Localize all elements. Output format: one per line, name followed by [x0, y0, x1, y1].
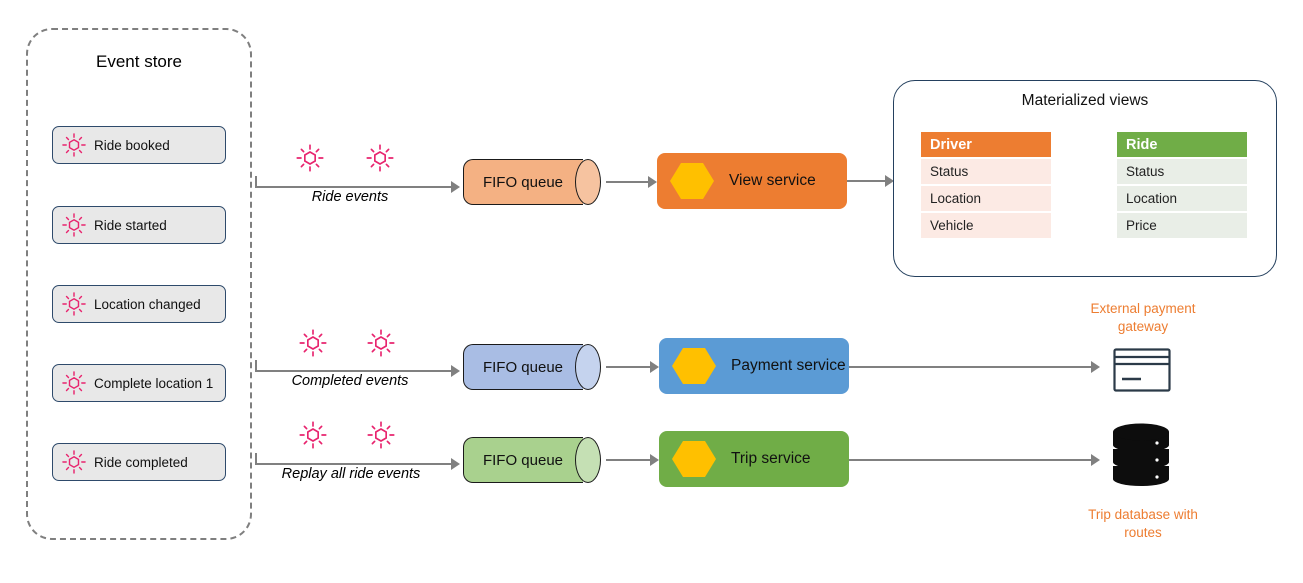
lane-2-arrow-head — [451, 365, 460, 377]
mv-table-row: Location — [1117, 186, 1247, 211]
event-burst-icon — [62, 213, 86, 237]
trip-service-to-database-line — [849, 459, 1091, 461]
trip-database-label: Trip database with routes — [1088, 507, 1198, 541]
fifo-queue-label: FIFO queue — [482, 173, 564, 191]
event-burst-icon — [296, 144, 324, 172]
fifo-queue-view[interactable]: FIFO queue — [463, 159, 601, 205]
lane-3-flow-label: Replay all ride events — [281, 466, 421, 482]
payment-service-box[interactable]: Payment service — [659, 338, 849, 394]
mv-table-header: Ride — [1117, 132, 1247, 157]
fifo-queue-payment[interactable]: FIFO queue — [463, 344, 601, 390]
payment-service-to-gateway-line — [849, 366, 1091, 368]
service-label: View service — [729, 172, 816, 189]
queue-to-view-service-head — [648, 176, 657, 188]
event-burst-icon — [366, 144, 394, 172]
event-item-label: Ride started — [94, 217, 167, 233]
queue-to-trip-service-head — [650, 454, 659, 466]
event-burst-icon — [299, 329, 327, 357]
mv-table-row: Vehicle — [921, 213, 1051, 238]
fifo-queue-trip[interactable]: FIFO queue — [463, 437, 601, 483]
database-icon — [1113, 423, 1169, 486]
credit-card-icon — [1113, 348, 1171, 392]
lane-2-stub — [255, 360, 257, 372]
mv-table-driver: Driver Status Location Vehicle — [921, 132, 1051, 238]
external-payment-gateway-label: External payment gateway — [1090, 301, 1196, 335]
mv-table-row: Status — [921, 159, 1051, 184]
service-label: Payment service — [731, 357, 846, 374]
event-burst-icon — [367, 329, 395, 357]
cylinder-cap — [575, 159, 601, 205]
event-burst-icon — [299, 421, 327, 449]
fifo-queue-label: FIFO queue — [482, 451, 564, 469]
queue-to-trip-service-line — [606, 459, 650, 461]
lane-1-arrow-head — [451, 181, 460, 193]
cylinder-body — [463, 344, 583, 390]
lane-2-flow-label: Completed events — [291, 373, 409, 389]
fifo-queue-label: FIFO queue — [482, 358, 564, 376]
event-item-label: Ride completed — [94, 454, 188, 470]
lane-1-flow-label: Ride events — [311, 189, 389, 205]
lane-3-arrow-head — [451, 458, 460, 470]
hexagon-icon — [672, 441, 716, 477]
mv-table-row: Location — [921, 186, 1051, 211]
cylinder-cap — [575, 344, 601, 390]
event-burst-icon — [367, 421, 395, 449]
mv-table-row: Price — [1117, 213, 1247, 238]
event-store-title: Event store — [96, 52, 182, 71]
lane-3-stub — [255, 453, 257, 465]
trip-service-box[interactable]: Trip service — [659, 431, 849, 487]
event-burst-icon — [62, 133, 86, 157]
mv-table-row: Status — [1117, 159, 1247, 184]
event-item-ride-booked[interactable]: Ride booked — [52, 126, 226, 164]
event-item-label: Location changed — [94, 296, 201, 312]
payment-service-to-gateway-head — [1091, 361, 1100, 373]
cylinder-body — [463, 437, 583, 483]
materialized-views-title: Materialized views — [1021, 92, 1149, 109]
lane-3-arrow-line — [255, 463, 451, 465]
event-burst-icon — [62, 292, 86, 316]
hexagon-icon — [672, 348, 716, 384]
event-item-ride-completed[interactable]: Ride completed — [52, 443, 226, 481]
queue-to-payment-service-head — [650, 361, 659, 373]
event-item-complete-location-1[interactable]: Complete location 1 — [52, 364, 226, 402]
event-item-label: Complete location 1 — [94, 375, 214, 391]
event-burst-icon — [62, 450, 86, 474]
lane-1-stub — [255, 176, 257, 188]
cylinder-cap — [575, 437, 601, 483]
event-item-location-changed[interactable]: Location changed — [52, 285, 226, 323]
mv-table-header: Driver — [921, 132, 1051, 157]
service-label: Trip service — [731, 450, 811, 467]
cylinder-body — [463, 159, 583, 205]
event-burst-icon — [62, 371, 86, 395]
queue-to-view-service-line — [606, 181, 648, 183]
queue-to-payment-service-line — [606, 366, 650, 368]
view-service-to-mviews-line — [847, 180, 885, 182]
lane-1-arrow-line — [255, 186, 451, 188]
hexagon-icon — [670, 163, 714, 199]
view-service-box[interactable]: View service — [657, 153, 847, 209]
event-item-label: Ride booked — [94, 137, 170, 153]
mv-table-ride: Ride Status Location Price — [1117, 132, 1247, 238]
lane-2-arrow-line — [255, 370, 451, 372]
event-item-ride-started[interactable]: Ride started — [52, 206, 226, 244]
view-service-to-mviews-head — [885, 175, 894, 187]
trip-service-to-database-head — [1091, 454, 1100, 466]
